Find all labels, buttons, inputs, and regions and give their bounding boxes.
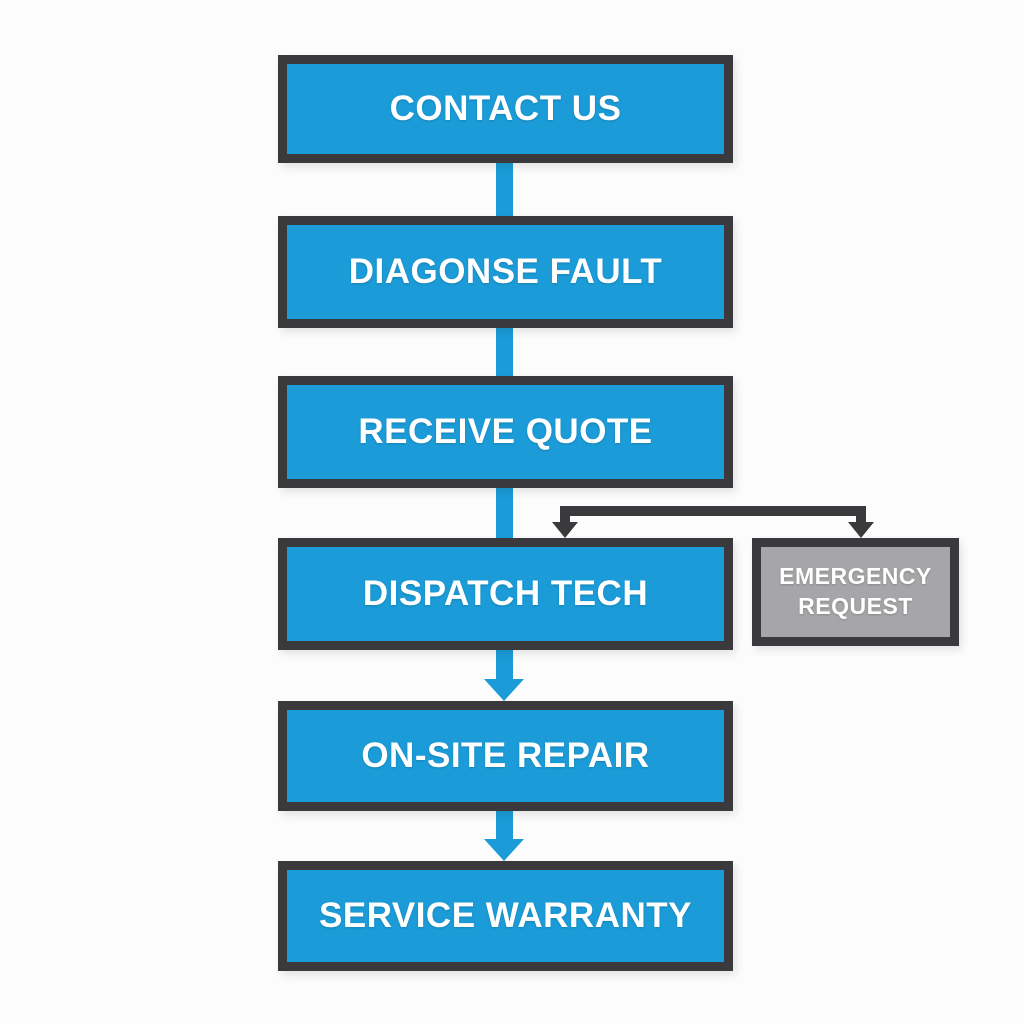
arrow-down-icon bbox=[484, 679, 524, 701]
step-label: DISPATCH TECH bbox=[362, 574, 649, 613]
branch-box-emergency-request: EMERGENCY REQUEST bbox=[752, 538, 959, 646]
step-label: CONTACT US bbox=[389, 89, 622, 128]
step-label: DIAGONSE FAULT bbox=[348, 252, 663, 291]
connector-repair-to-warranty bbox=[496, 805, 513, 843]
step-box-diagnose-fault: DIAGONSE FAULT bbox=[278, 216, 733, 328]
step-box-on-site-repair: ON-SITE REPAIR bbox=[278, 701, 733, 811]
connector-contact-to-diagnose bbox=[496, 155, 513, 225]
connector-dispatch-to-repair bbox=[496, 643, 513, 683]
branch-connector-drop-right bbox=[856, 506, 866, 524]
arrow-down-icon bbox=[848, 522, 874, 538]
step-label: ON-SITE REPAIR bbox=[361, 736, 650, 775]
step-box-service-warranty: SERVICE WARRANTY bbox=[278, 861, 733, 971]
arrow-down-icon bbox=[552, 522, 578, 538]
step-box-contact-us: CONTACT US bbox=[278, 55, 733, 163]
branch-connector-drop-left bbox=[560, 506, 570, 524]
connector-diagnose-to-quote bbox=[496, 320, 513, 385]
connector-quote-to-dispatch bbox=[496, 480, 513, 545]
branch-connector-bar bbox=[560, 506, 866, 516]
arrow-down-icon bbox=[484, 839, 524, 861]
step-label: RECEIVE QUOTE bbox=[358, 412, 653, 451]
step-box-receive-quote: RECEIVE QUOTE bbox=[278, 376, 733, 488]
step-box-dispatch-tech: DISPATCH TECH bbox=[278, 538, 733, 650]
branch-label: EMERGENCY REQUEST bbox=[779, 563, 932, 619]
step-label: SERVICE WARRANTY bbox=[319, 896, 692, 935]
